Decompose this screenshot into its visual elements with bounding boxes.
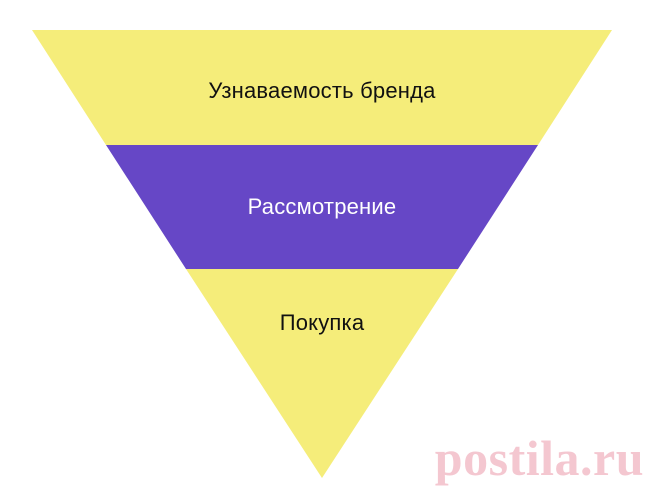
funnel-stage-consideration: Рассмотрение xyxy=(106,145,538,269)
funnel-stage-awareness-label: Узнаваемость бренда xyxy=(208,78,436,103)
funnel-stage-awareness-shape xyxy=(32,30,612,145)
funnel-stage-awareness: Узнаваемость бренда xyxy=(32,30,612,145)
funnel-stage-purchase: Покупка xyxy=(186,269,458,478)
funnel-stage-purchase-label: Покупка xyxy=(280,310,365,335)
watermark-logo: postila.ru xyxy=(434,430,644,486)
funnel-stage-consideration-label: Рассмотрение xyxy=(248,194,397,219)
funnel-stage-consideration-shape xyxy=(106,145,538,269)
funnel-stage-purchase-shape xyxy=(186,269,458,478)
